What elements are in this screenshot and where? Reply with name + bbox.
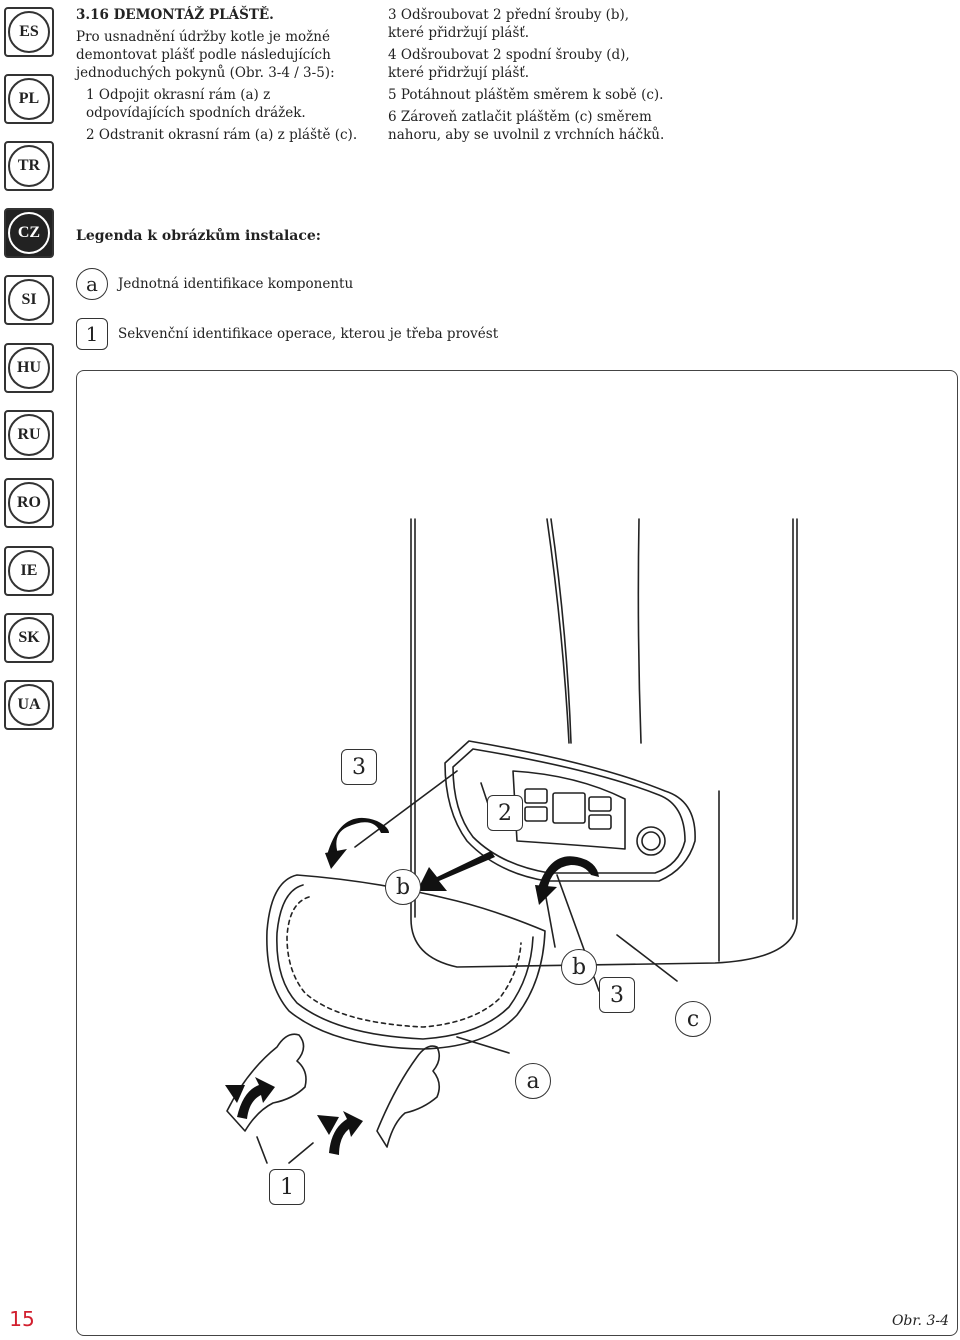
step-4: 4 Odšroubovat 2 spodní šrouby (d), které… xyxy=(388,47,630,81)
pull-arrow xyxy=(417,851,495,891)
language-tab-label: SI xyxy=(8,279,50,321)
language-tab-hu[interactable]: HU xyxy=(4,343,54,393)
legend-item-operation: 1 Sekvenční identifikace operace, kterou… xyxy=(76,318,498,350)
step-5: 5 Potáhnout pláštěm směrem k sobě (c). xyxy=(388,87,664,103)
figure-caption: Obr. 3-4 xyxy=(891,1313,949,1329)
language-tab-label: TR xyxy=(8,145,50,187)
boiler-illustration xyxy=(225,518,798,1164)
language-tab-ie[interactable]: IE xyxy=(4,546,54,596)
legend-item-component: a Jednotná identifikace komponentu xyxy=(76,268,353,300)
language-tab-label: UA xyxy=(8,684,50,726)
control-panel xyxy=(444,740,696,882)
decorative-frame xyxy=(266,874,546,1050)
rotate-arrow-right xyxy=(537,856,599,891)
callout-b-2: b xyxy=(385,869,421,905)
legend-key-number: 1 xyxy=(76,318,108,350)
boiler-casing xyxy=(410,518,798,968)
language-tab-label: RU xyxy=(8,414,50,456)
step-3: 3 Odšroubovat 2 přední šrouby (b), které… xyxy=(388,7,630,41)
legend-title: Legenda k obrázkům instalace: xyxy=(76,228,321,244)
language-tab-tr[interactable]: TR xyxy=(4,141,54,191)
step-2: 2 Odstranit okrasní rám (a) z pláště (c)… xyxy=(86,127,358,143)
language-tab-ua[interactable]: UA xyxy=(4,680,54,730)
language-tab-label: RO xyxy=(8,482,50,524)
boiler-front-edge xyxy=(546,518,570,744)
callout-c-5: c xyxy=(675,1001,711,1037)
language-tab-cz[interactable]: CZ xyxy=(4,208,54,258)
legend-text: Jednotná identifikace komponentu xyxy=(118,276,354,292)
language-tab-pl[interactable]: PL xyxy=(4,74,54,124)
rotate-arrow-left xyxy=(327,817,389,857)
language-tab-ru[interactable]: RU xyxy=(4,410,54,460)
instructions-column-right: 3 Odšroubovat 2 přední šrouby (b), které… xyxy=(378,6,668,148)
release-arrow-left xyxy=(237,1077,275,1119)
pressure-gauge-icon xyxy=(636,826,666,856)
callout-b-3: b xyxy=(561,949,597,985)
language-tab-label: SK xyxy=(8,617,50,659)
language-tab-label: IE xyxy=(8,550,50,592)
language-tab-sk[interactable]: SK xyxy=(4,613,54,663)
instructions-column-left: 3.16 DEMONTÁŽ PLÁŠTĚ. Pro usnadnění údrž… xyxy=(76,6,358,148)
legend-key-letter: a xyxy=(76,268,108,300)
callout-3-0: 3 xyxy=(341,749,377,785)
step-6: 6 Zároveň zatlačit pláštěm (c) směrem na… xyxy=(388,109,665,143)
callout-3-4: 3 xyxy=(599,977,635,1013)
language-tab-label: PL xyxy=(8,78,50,120)
section-intro: Pro usnadnění údržby kotle je možné demo… xyxy=(76,29,335,81)
right-hand xyxy=(376,1045,441,1148)
callout-1-7: 1 xyxy=(269,1169,305,1205)
language-tab-label: ES xyxy=(8,11,50,53)
page-number: 15 xyxy=(9,1307,35,1331)
language-tab-si[interactable]: SI xyxy=(4,275,54,325)
language-tab-label: CZ xyxy=(8,212,50,254)
language-tab-es[interactable]: ES xyxy=(4,7,54,57)
section-title: 3.16 DEMONTÁŽ PLÁŠTĚ. xyxy=(76,7,274,23)
callout-a-6: a xyxy=(515,1063,551,1099)
callout-2-1: 2 xyxy=(487,795,523,831)
language-tab-label: HU xyxy=(8,347,50,389)
legend-text: Sekvenční identifikace operace, kterou j… xyxy=(118,326,499,342)
release-arrow-right xyxy=(329,1111,363,1155)
step-1: 1 Odpojit okrasní rám (a) z odpovídající… xyxy=(86,87,306,121)
left-hand xyxy=(226,1033,307,1132)
language-tab-ro[interactable]: RO xyxy=(4,478,54,528)
